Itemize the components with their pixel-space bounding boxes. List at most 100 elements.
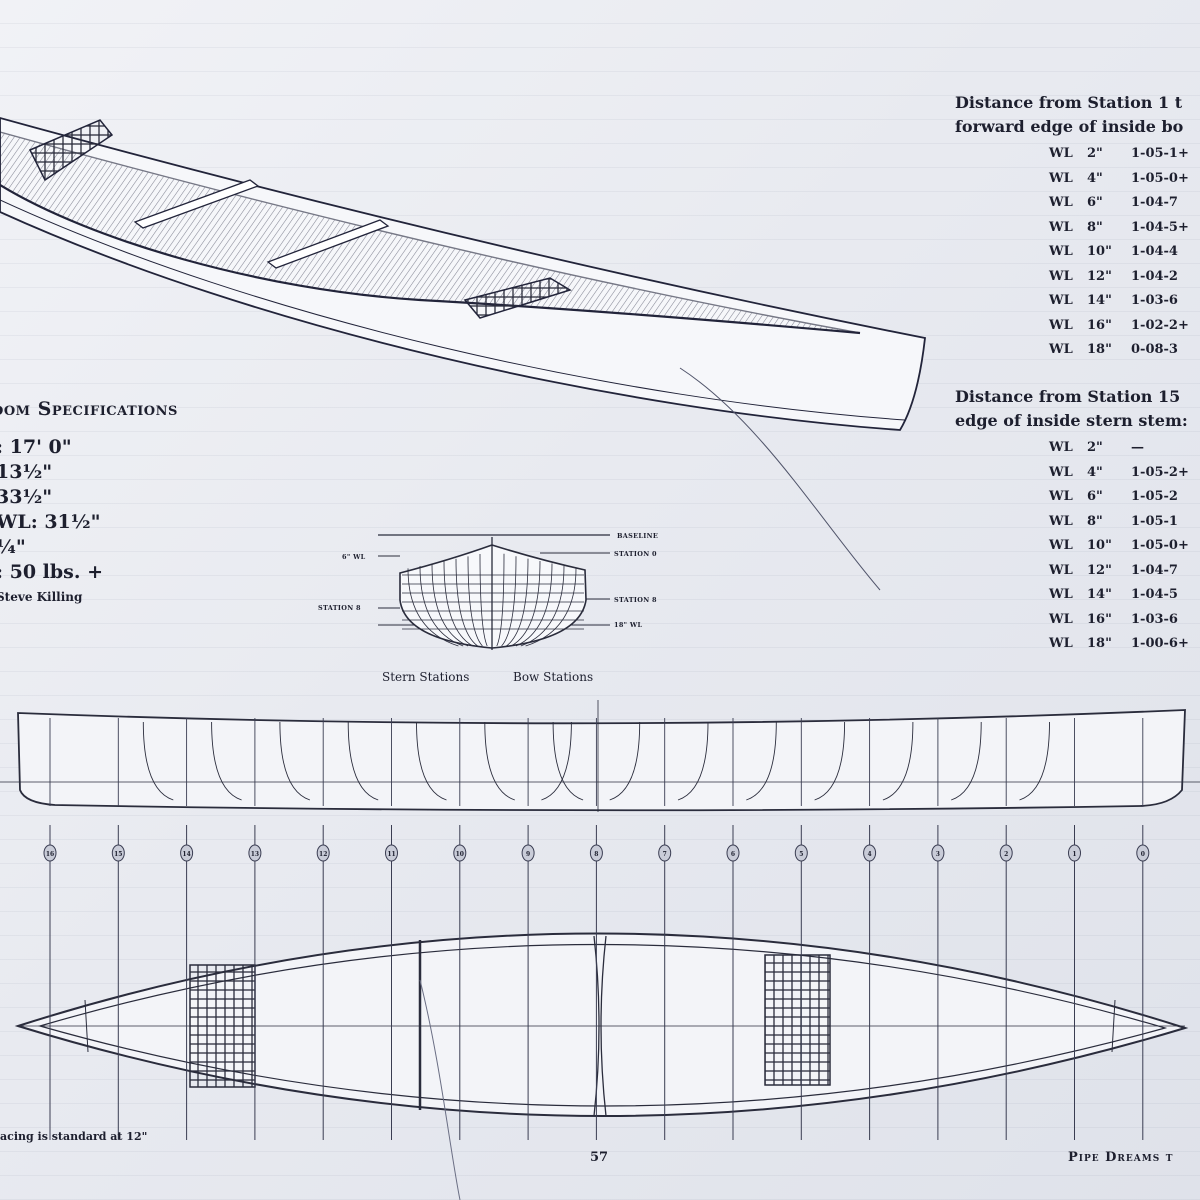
station-marker: 0 [1136,718,1150,1140]
offset-row: WL 4" 1-05-2+ [1049,465,1189,480]
station-number: 10 [456,851,464,858]
offset-wl: WL [1049,562,1073,578]
offset-value: 1-00-6+ [1131,636,1189,651]
profile-section-curve [1019,721,1050,801]
station-marker: 13 [248,718,262,1140]
offset-wl: WL [1049,587,1073,602]
station-number: 16 [46,851,54,858]
offset-wl: WL [1049,611,1073,627]
plan-stern-seat [189,964,256,1088]
offset-value: 1-04-7 [1131,195,1178,210]
footnote: acing is standard at 12" [0,1130,148,1143]
profile-section-curve [142,721,174,801]
profile-section-curve [814,721,846,801]
offset-inch: 12" [1087,268,1112,284]
profile-section-curve [951,721,982,801]
stern-seat [463,277,572,319]
heading-line: forward edge of inside bo [955,117,1184,136]
station-circle [316,844,330,862]
offset-wl: WL [1049,513,1073,529]
offset-inch: 16" [1087,317,1112,333]
offset-row: WL 18" 1-00-6+ [1049,636,1189,651]
table-stern-heading: Distance from Station 15 edge of inside … [955,385,1188,433]
offset-value: 1-04-7 [1131,562,1178,578]
offset-inch: 10" [1087,538,1112,553]
station-marker: 4 [863,718,877,1140]
thwart [266,219,390,269]
stern-stations-caption: Stern Stations [382,670,470,684]
station-marker: 6 [726,718,740,1140]
station-number: 6 [731,851,735,858]
offset-value: 1-04-4 [1131,244,1178,259]
offset-wl: WL [1049,636,1073,651]
profile-section-curve [609,721,641,801]
spec-depth: 13½" [0,461,53,483]
station-marker: 14 [180,718,194,1140]
profile-section-curve [211,721,242,801]
station-circle [863,844,877,862]
spec-designer: Steve Killing [0,590,83,604]
station-circle [658,844,672,862]
heading-line: edge of inside stern stem: [955,411,1188,430]
station-number: 11 [387,851,395,858]
station-marker: 9 [521,718,535,1140]
heading-line: Distance from Station 15 [955,387,1181,406]
offset-value: 1-02-2+ [1131,317,1189,333]
offset-inch: 18" [1087,636,1112,651]
offset-wl: WL [1049,195,1073,210]
station-marker: 1 [1068,718,1081,1140]
offset-value: 1-05-1+ [1131,146,1189,161]
label-station-right-top: STATION 0 [614,550,657,558]
station-circle [726,844,740,862]
offset-value: 1-03-6 [1131,293,1178,308]
spec-weight: : 50 lbs. + [0,561,104,583]
offset-inch: 8" [1087,219,1103,235]
profile-section-curve [279,721,311,801]
offset-wl: WL [1049,464,1073,480]
specifications-heading: oom Specifications [0,398,178,420]
station-number: 9 [526,851,530,858]
offset-row: WL 16" 1-02-2+ [1049,318,1189,333]
profile-section-curve [347,721,379,801]
station-circle [111,844,125,862]
offset-value: 1-03-6 [1131,611,1178,627]
offset-value: 1-05-0+ [1131,170,1189,186]
running-head: Pipe Dreams t [1068,1150,1174,1165]
label-wl-left: 6" WL [342,553,366,561]
offset-inch: 8" [1087,513,1103,529]
offset-value: 1-05-1 [1131,513,1178,529]
station-circle [43,844,57,862]
bow-stations-caption: Bow Stations [513,670,594,684]
bow-seat [28,119,114,182]
station-number: 15 [114,851,122,858]
offset-row: WL 8" 1-05-1 [1049,514,1178,529]
offset-inch: 10" [1087,244,1112,259]
station-circle [1136,844,1150,862]
offset-value: 0-08-3 [1131,342,1178,357]
station-circle [999,844,1013,862]
station-circle [521,844,535,862]
station-circle [589,844,603,862]
offset-wl: WL [1049,219,1073,235]
offset-value: 1-05-2+ [1131,464,1189,480]
station-marker: 8 [589,718,603,1140]
offset-inch: 4" [1087,464,1103,480]
station-marker: 16 [43,718,57,1140]
profile-section-curve [882,721,914,801]
offset-inch: 16" [1087,611,1112,627]
profile-section-curve [746,721,777,801]
station-number: 1 [1072,851,1076,858]
offset-wl: WL [1049,538,1073,553]
offset-wl: WL [1049,317,1073,333]
offset-inch: 14" [1087,587,1112,602]
profile-view [17,709,1186,812]
spec-planking: ¼" [0,536,26,558]
station-number: 4 [868,851,872,858]
